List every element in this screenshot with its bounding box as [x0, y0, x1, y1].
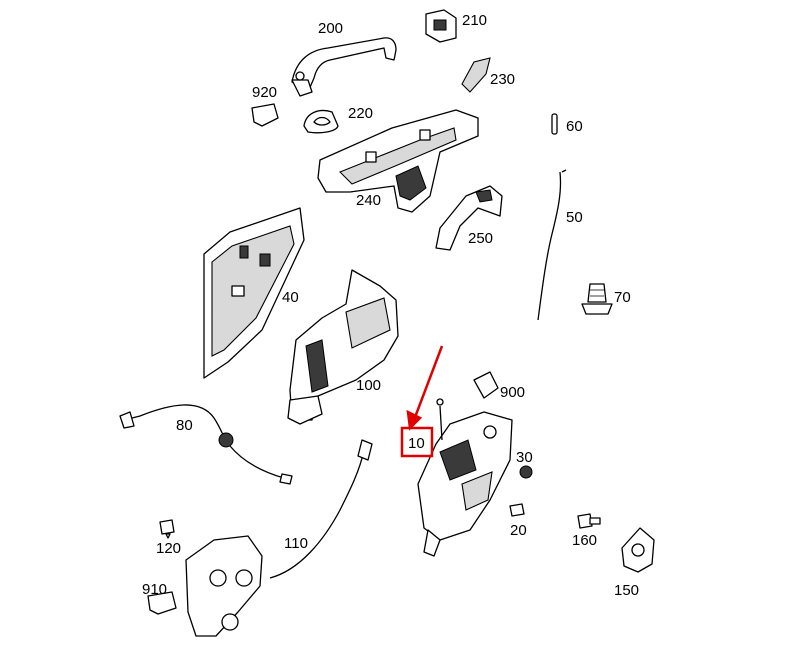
label-part-110: 110	[284, 535, 308, 552]
label-part-230: 230	[490, 71, 515, 88]
part-250-bracket[interactable]	[435, 185, 503, 251]
part-920-clip[interactable]	[251, 103, 279, 127]
part-70-bolt[interactable]	[581, 283, 613, 315]
part-210-connector[interactable]	[425, 9, 457, 43]
label-part-10: 10	[408, 435, 425, 452]
label-part-920: 920	[252, 84, 277, 101]
part-100-lock-housing[interactable]	[287, 269, 399, 425]
label-part-220: 220	[348, 105, 373, 122]
label-part-20: 20	[510, 522, 527, 539]
part-10-highlight-arrow	[412, 345, 444, 421]
part-110-cable[interactable]	[269, 439, 373, 579]
part-10-highlight	[400, 345, 444, 458]
part-160-screw[interactable]	[577, 513, 601, 529]
part-220-handle-trim[interactable]	[303, 109, 339, 134]
label-part-80: 80	[176, 417, 193, 434]
part-240-handle-carrier[interactable]	[317, 109, 479, 213]
part-30-nut[interactable]	[519, 465, 533, 479]
part-120-screw[interactable]	[159, 519, 175, 539]
label-part-100: 100	[356, 377, 381, 394]
part-10-door-lock[interactable]	[417, 398, 513, 557]
label-part-120: 120	[156, 540, 181, 557]
part-150-striker[interactable]	[621, 527, 655, 573]
label-part-30: 30	[516, 449, 533, 466]
label-part-40: 40	[282, 289, 299, 306]
part-50-rod[interactable]	[537, 169, 567, 321]
label-part-910: 910	[142, 581, 167, 598]
label-part-210: 210	[462, 12, 487, 29]
label-part-50: 50	[566, 209, 583, 226]
part-10-highlight-box	[400, 426, 434, 458]
part-20-screw[interactable]	[509, 503, 525, 517]
label-part-240: 240	[356, 192, 381, 209]
part-910-actuator-housing[interactable]	[147, 535, 263, 637]
part-900-cap[interactable]	[473, 371, 499, 399]
part-80-cable[interactable]	[119, 404, 293, 485]
label-part-900: 900	[500, 384, 525, 401]
part-60-pin[interactable]	[551, 113, 558, 135]
part-200-door-handle[interactable]	[291, 37, 397, 97]
label-part-150: 150	[614, 582, 639, 599]
label-part-200: 200	[318, 20, 343, 37]
part-40-door-panel-shield[interactable]	[203, 207, 305, 379]
label-part-60: 60	[566, 118, 583, 135]
label-part-160: 160	[572, 532, 597, 549]
part-230-cover-cap[interactable]	[461, 57, 491, 93]
label-part-70: 70	[614, 289, 631, 306]
part-10-arrowhead	[406, 409, 423, 431]
label-part-250: 250	[468, 230, 493, 247]
